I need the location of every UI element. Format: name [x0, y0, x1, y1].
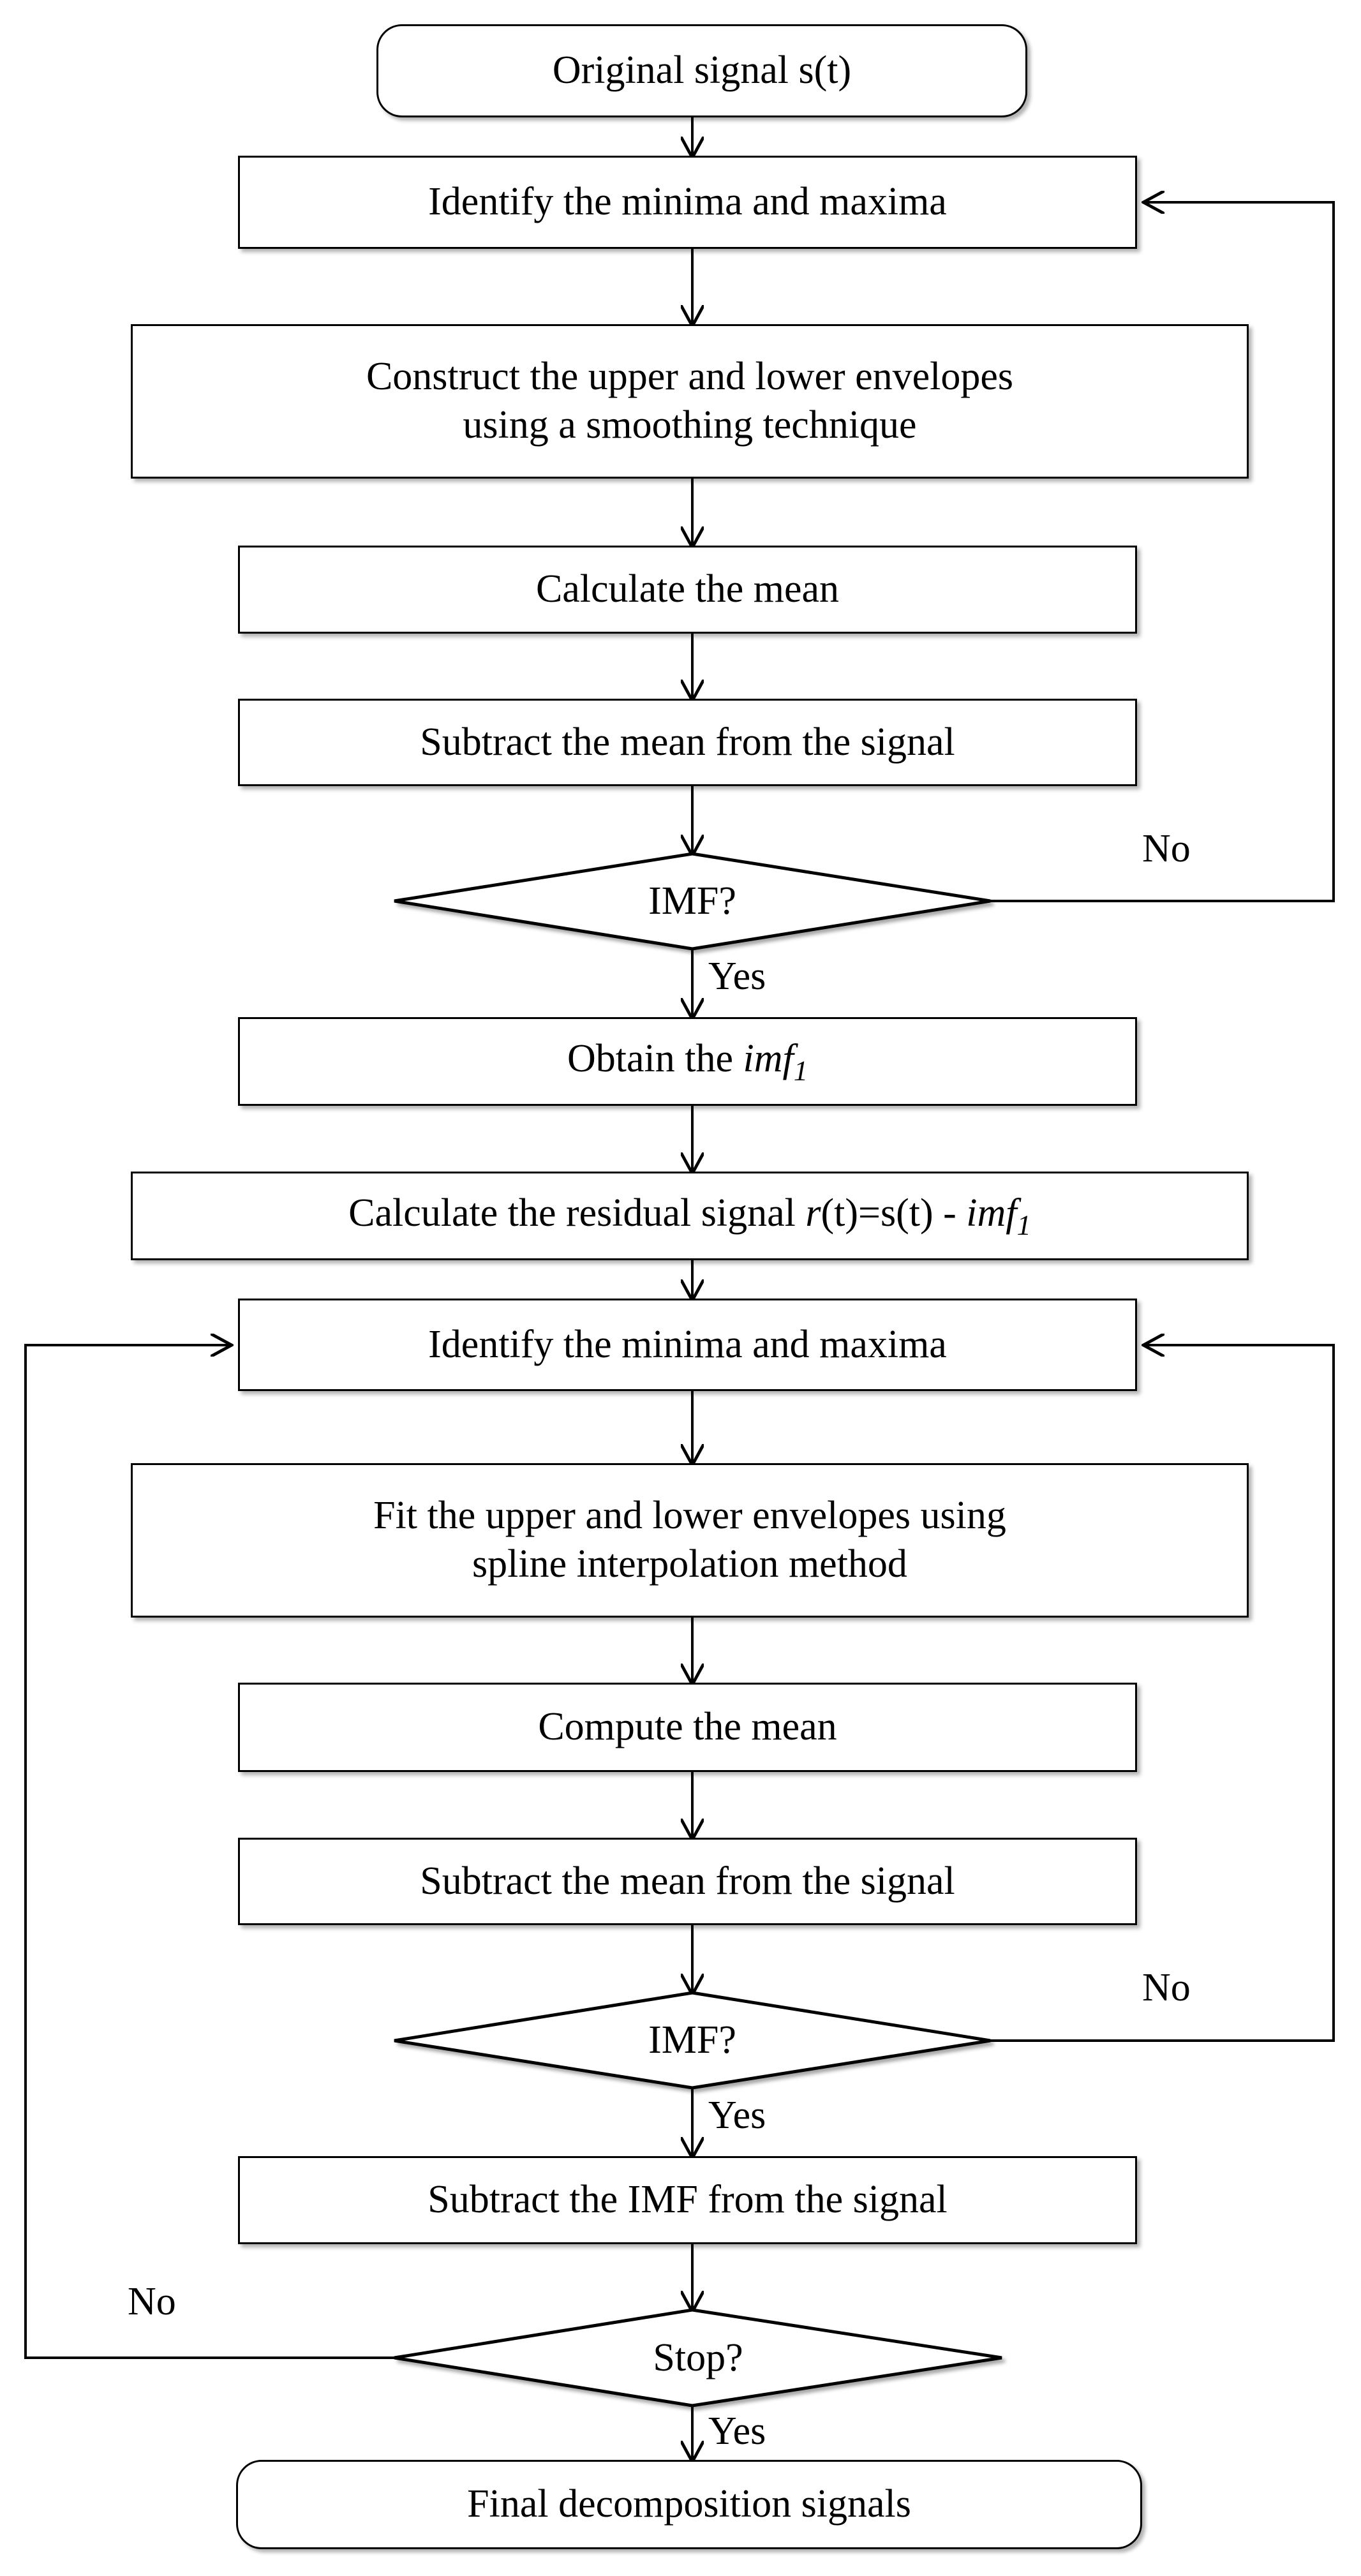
edge-label-imf1-yes: Yes [708, 955, 766, 998]
node-compute-mean[interactable]: Compute the mean [238, 1683, 1137, 1772]
residual-prefix: Calculate the residual signal [348, 1191, 806, 1235]
node-imf-decision-2-label: IMF? [394, 1993, 990, 2088]
node-imf-decision-1-label: IMF? [394, 854, 990, 949]
node-residual-signal[interactable]: Calculate the residual signal r(t)=s(t) … [131, 1172, 1249, 1260]
edge-label-imf2-yes: Yes [708, 2094, 766, 2137]
imf-decision-1-text: IMF? [648, 879, 736, 923]
node-subtract-mean-1-label: Subtract the mean from the signal [420, 720, 955, 764]
node-residual-signal-label: Calculate the residual signal r(t)=s(t) … [338, 1190, 1041, 1242]
node-identify-extrema-2-label: Identify the minima and maxima [428, 1322, 947, 1366]
obtain-imf1-math: imf [743, 1036, 794, 1080]
node-subtract-imf-label: Subtract the IMF from the signal [428, 2178, 948, 2222]
node-construct-envelopes[interactable]: Construct the upper and lower envelopes … [131, 324, 1249, 479]
stop-decision-text: Stop? [653, 2335, 743, 2379]
residual-subscript: 1 [1016, 1209, 1031, 1241]
node-final-signals-label: Final decomposition signals [467, 2482, 911, 2526]
node-obtain-imf1[interactable]: Obtain the imf1 [238, 1017, 1137, 1106]
node-identify-extrema-1-label: Identify the minima and maxima [428, 180, 947, 224]
node-stop-decision-label: Stop? [394, 2310, 1002, 2406]
node-subtract-mean-2[interactable]: Subtract the mean from the signal [238, 1838, 1137, 1925]
node-subtract-mean-1[interactable]: Subtract the mean from the signal [238, 699, 1137, 786]
edge-label-stop-no: No [128, 2280, 176, 2323]
node-original-signal-label: Original signal s(t) [552, 48, 852, 93]
node-identify-extrema-2[interactable]: Identify the minima and maxima [238, 1299, 1137, 1391]
node-compute-mean-label: Compute the mean [538, 1705, 837, 1749]
edge-label-imf1-no: No [1142, 827, 1191, 870]
node-fit-envelopes[interactable]: Fit the upper and lower envelopes using … [131, 1463, 1249, 1618]
node-subtract-imf[interactable]: Subtract the IMF from the signal [238, 2156, 1137, 2244]
node-final-signals[interactable]: Final decomposition signals [236, 2460, 1142, 2549]
residual-mid: (t)=s(t) - [821, 1191, 967, 1235]
residual-math: imf [966, 1191, 1017, 1235]
residual-r: r [805, 1191, 821, 1235]
node-identify-extrema-1[interactable]: Identify the minima and maxima [238, 156, 1137, 249]
node-calculate-mean-label: Calculate the mean [535, 567, 840, 611]
edge-label-stop-yes: Yes [708, 2409, 766, 2453]
node-original-signal[interactable]: Original signal s(t) [376, 24, 1027, 117]
node-fit-envelopes-label: Fit the upper and lower envelopes using … [373, 1494, 1006, 1586]
node-obtain-imf1-label: Obtain the imf1 [557, 1036, 818, 1087]
obtain-imf1-prefix: Obtain the [567, 1036, 743, 1080]
edge-label-imf2-no: No [1142, 1966, 1191, 2009]
node-construct-envelopes-label: Construct the upper and lower envelopes … [366, 355, 1014, 447]
node-calculate-mean[interactable]: Calculate the mean [238, 546, 1137, 634]
node-subtract-mean-2-label: Subtract the mean from the signal [420, 1859, 955, 1903]
imf-decision-2-text: IMF? [648, 2018, 736, 2062]
obtain-imf1-subscript: 1 [793, 1054, 808, 1087]
